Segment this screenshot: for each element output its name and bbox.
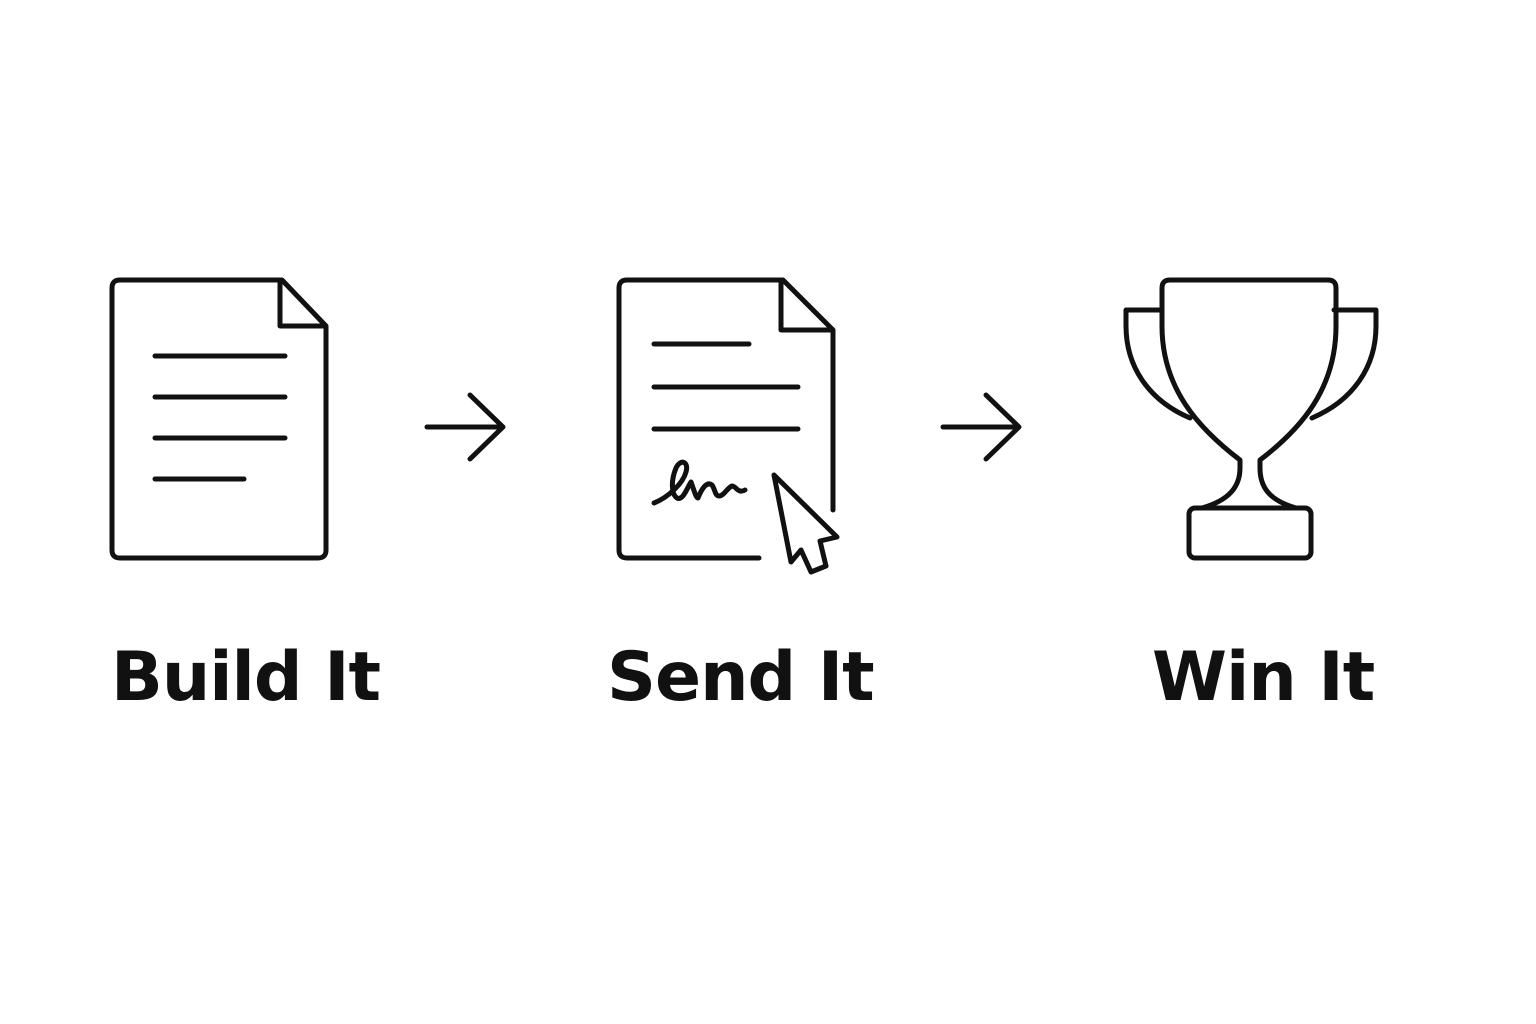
right-arrow-icon <box>940 392 1024 468</box>
trophy-icon <box>1122 277 1382 562</box>
step-label-build: Build It <box>111 638 381 717</box>
right-arrow-icon <box>424 392 508 468</box>
document-icon <box>109 277 330 562</box>
step-label-win: Win It <box>1152 638 1375 717</box>
signed-document-with-cursor-icon <box>616 277 847 578</box>
step-label-send: Send It <box>607 638 875 717</box>
